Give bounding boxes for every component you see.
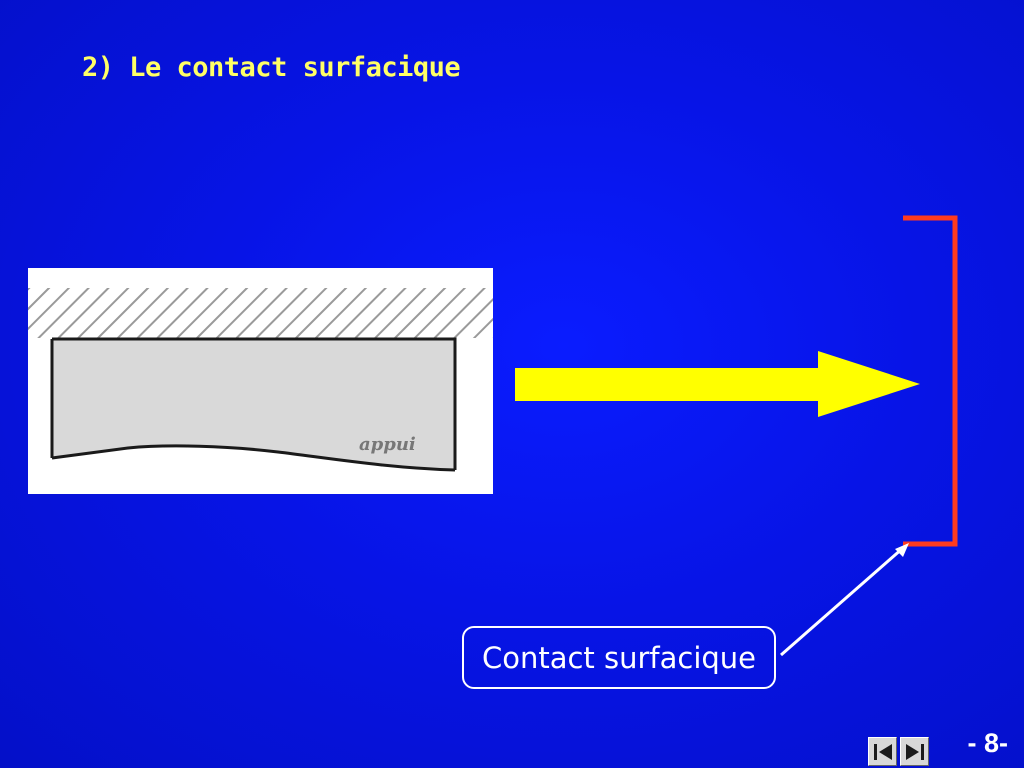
- page-number: - 8-: [967, 728, 1009, 758]
- yellow-arrow-icon: [515, 351, 920, 417]
- next-slide-button[interactable]: [900, 737, 929, 766]
- slide-title: 2) Le contact surfacique: [82, 52, 461, 83]
- contact-figure: appui: [28, 268, 493, 494]
- callout-arrowhead-icon: [895, 543, 909, 557]
- callout-line: [780, 546, 904, 657]
- part-outline: [50, 337, 457, 472]
- part-label: appui: [359, 434, 416, 455]
- fixed-surface-hatching: [28, 288, 493, 338]
- contact-surfacique-label: Contact surfacique: [462, 626, 776, 689]
- slide-navigation: [868, 737, 929, 766]
- next-triangle-icon: [905, 743, 924, 760]
- contact-bracket: [903, 215, 958, 547]
- callout-text: Contact surfacique: [481, 640, 757, 675]
- part-body: [52, 339, 455, 470]
- previous-slide-button[interactable]: [868, 737, 897, 766]
- prev-triangle-icon: [873, 743, 892, 760]
